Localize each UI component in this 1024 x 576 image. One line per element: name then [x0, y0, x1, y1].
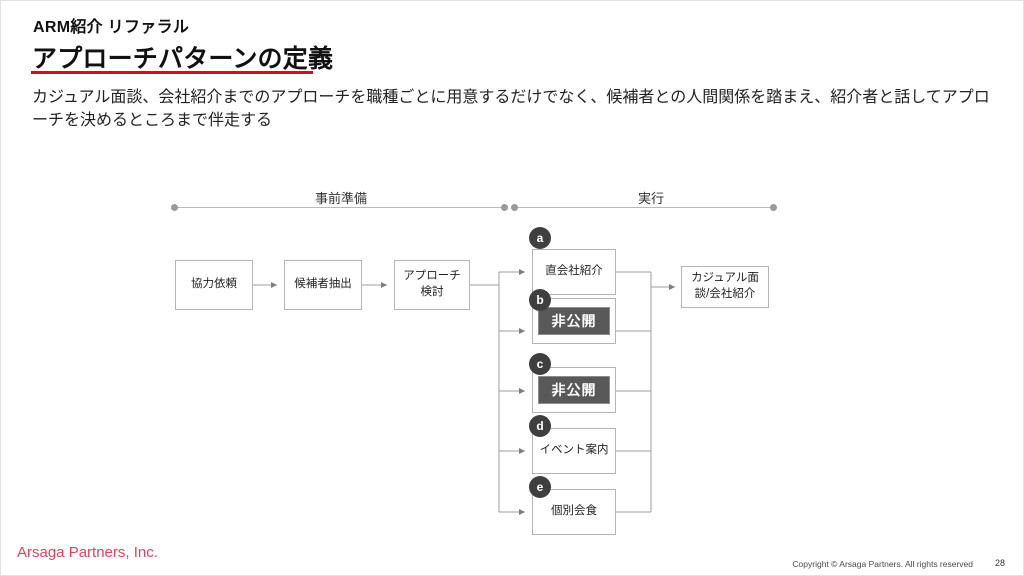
- timeline-segment-prep: [174, 207, 505, 208]
- slide-eyebrow: ARM紹介 リファラル: [33, 19, 190, 36]
- branch-b-redacted-chip: 非公開: [538, 307, 610, 335]
- branch-d-label: イベント案内: [539, 444, 609, 457]
- timeline-dot-exec-start: [511, 204, 518, 211]
- flow-node-branch-c[interactable]: 非公開: [532, 367, 616, 413]
- timeline-label-prep: 事前準備: [314, 191, 367, 206]
- flow-node-branch-d[interactable]: イベント案内: [532, 428, 616, 474]
- branch-badge-c: c: [529, 353, 551, 375]
- flow-node-kyoryoku-irai[interactable]: 協力依頼: [175, 260, 253, 310]
- branch-e-label: 個別会食: [551, 505, 597, 518]
- copyright-notice: Copyright © Arsaga Partners. All rights …: [792, 559, 973, 569]
- slide-lede-text: カジュアル面談、会社紹介までのアプローチを職種ごとに用意するだけでなく、候補者と…: [32, 89, 990, 130]
- branch-badge-b: b: [529, 289, 551, 311]
- flow-node-approach-kento[interactable]: アプローチ検討: [394, 260, 470, 310]
- page-title: アプローチパターンの定義: [32, 45, 334, 73]
- branch-a-label: 直会社紹介: [545, 265, 603, 278]
- title-underline-rule: [31, 71, 313, 74]
- branch-badge-e: e: [529, 476, 551, 498]
- flow-node-outcome-casual[interactable]: カジュアル面談/会社紹介: [681, 266, 769, 308]
- timeline-dot-end: [770, 204, 777, 211]
- flow-node-kouhosha-chushutsu[interactable]: 候補者抽出: [284, 260, 362, 310]
- branch-badge-a: a: [529, 227, 551, 249]
- timeline-dot-prep-end: [501, 204, 508, 211]
- branch-c-redacted-chip: 非公開: [538, 376, 610, 404]
- timeline-label-exec: 実行: [637, 191, 664, 206]
- branch-badge-d: d: [529, 415, 551, 437]
- page-number: 28: [994, 558, 1005, 568]
- company-logo-wordmark: Arsaga Partners, Inc.: [17, 544, 158, 561]
- flow-node-branch-a[interactable]: 直会社紹介: [532, 249, 616, 295]
- timeline-segment-exec: [514, 207, 773, 208]
- flow-node-branch-e[interactable]: 個別会食: [532, 489, 616, 535]
- timeline-dot-start: [171, 204, 178, 211]
